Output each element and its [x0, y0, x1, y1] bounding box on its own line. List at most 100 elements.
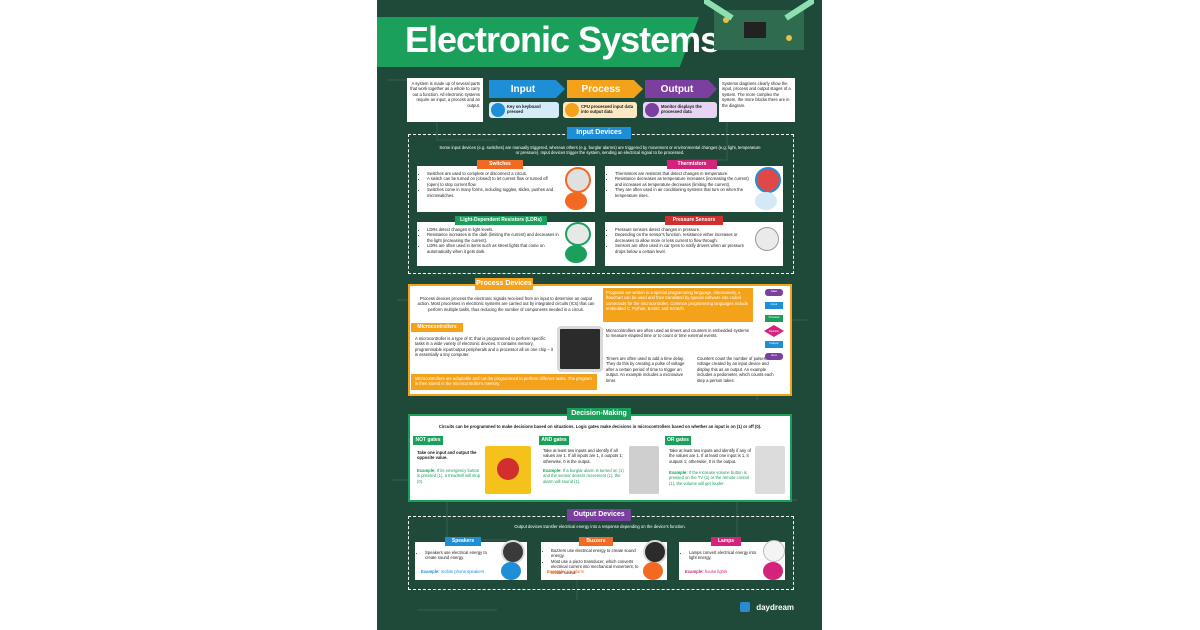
flowchart-step: Input — [770, 302, 778, 306]
microcontrollers-note: Microcontrollers are adaptable and can b… — [415, 376, 592, 387]
speakers-example-text: mobile phone speakers — [440, 569, 485, 574]
process-devices-heading: Process Devices — [475, 278, 533, 290]
pressure-bullet: Depending on the sensor's function, resi… — [615, 232, 749, 243]
not-gates-example-text: If its emergency button is pressed (1), … — [417, 468, 481, 484]
monitor-icon — [645, 103, 659, 117]
intro-right-text: Systems diagrams clearly show the input,… — [722, 81, 791, 108]
poster: Electronic Systems A system is made up o… — [377, 0, 822, 630]
ldrs-text: LDRs detect changes in light levels.Resi… — [421, 227, 559, 254]
decision-making-intro: Circuits can be programmed to make decis… — [438, 424, 762, 429]
or-gates-example: Example: If the increase volume button i… — [669, 470, 753, 486]
timers-text: Timers are often used to add a time dela… — [606, 356, 685, 383]
alarm-keypad-photo — [629, 446, 659, 494]
lamps-text: Lamps convert electrical energy into lig… — [683, 550, 759, 561]
brand-name: daydream — [756, 603, 794, 612]
buzzers-bullet: Buzzers use electrical energy to create … — [551, 548, 641, 559]
lamp-symbol-icon — [763, 562, 783, 580]
lamps-title: Lamps — [711, 537, 741, 546]
decision-making-heading: Decision-Making — [567, 408, 631, 420]
lamps-example-label: Example: — [685, 569, 704, 574]
circuit-board-illustration — [704, 0, 814, 50]
buzzers-bullet: Most use a piezo transducer, which conve… — [551, 559, 641, 575]
thermistor-photo — [755, 167, 781, 193]
speaker-photo — [501, 540, 525, 564]
thermistor-symbol-icon — [755, 192, 777, 210]
thermistors-bullet: Resistance decreases as temperature incr… — [615, 176, 749, 187]
ldrs-bullet: LDRs are often used in items such as str… — [427, 243, 559, 254]
stage-process-caption: CPU processed input data into output dat… — [581, 104, 634, 114]
buzzers-example-text: car alarm — [566, 569, 585, 574]
emergency-button-icon — [497, 458, 519, 480]
speakers-text: Speakers use electrical energy to create… — [419, 550, 499, 561]
counters-text: Counters count the number of pulses of v… — [697, 356, 774, 383]
flowchart-step: Process — [768, 315, 780, 319]
stage-input-caption: Key on keyboard pressed — [507, 104, 541, 114]
keyboard-icon — [491, 103, 505, 117]
speakers-bullet: Speakers use electrical energy to create… — [425, 550, 499, 561]
buzzers-title: Buzzers — [579, 537, 613, 546]
microcontrollers-title: Microcontrollers — [411, 323, 463, 332]
stage-process-caption-box — [563, 102, 637, 118]
speakers-title: Speakers — [445, 537, 481, 546]
microchip-photo — [557, 326, 603, 372]
stage-input-arrow — [489, 80, 565, 98]
ldrs-bullet: LDRs detect changes in light levels. — [427, 227, 559, 232]
intro-left-text: A system is made up of several parts tha… — [410, 81, 480, 108]
speakers-example-label: Example: — [421, 569, 440, 574]
pressure-sensors-title: Pressure Sensors — [665, 216, 723, 225]
flowchart-step: Start — [770, 289, 778, 293]
pressure-bullet: Sensors are often used in car tyres to n… — [615, 243, 749, 254]
or-gates-example-text: If the increase volume button is pressed… — [669, 470, 750, 486]
switches-title: Switches — [477, 160, 523, 169]
switch-photo — [565, 167, 591, 193]
and-gates-title: AND gates — [539, 436, 569, 445]
and-gates-example-label: Example: — [543, 468, 562, 473]
buzzer-photo — [643, 540, 667, 564]
programs-text: Programs are written in a special progra… — [606, 290, 748, 312]
lamps-example-text: house lights — [704, 569, 728, 574]
stage-output-arrow — [645, 80, 717, 98]
ldrs-bullet: Resistance increases in the dark (limiti… — [427, 232, 559, 243]
thermistors-bullet: They are often used in air conditioning … — [615, 187, 749, 198]
switches-text: Switches are used to complete or disconn… — [421, 171, 559, 198]
speakers-example: Example: mobile phone speakers — [421, 569, 501, 574]
stage-output-caption-box — [643, 102, 717, 118]
flowchart-step: End — [771, 353, 777, 357]
lamps-bullet: Lamps convert electrical energy into lig… — [689, 550, 759, 561]
stage-process-label: Process — [581, 84, 621, 95]
intro-right-panel: Systems diagrams clearly show the input,… — [719, 78, 795, 122]
or-gates-example-label: Example: — [669, 470, 688, 475]
brand-logo-icon — [740, 602, 750, 612]
ldrs-title: Light-Dependent Resistors (LDRs) — [455, 216, 547, 225]
switches-bullet: Switches come in many forms, including t… — [427, 187, 559, 198]
ldr-photo — [565, 222, 591, 246]
input-devices-heading: Input Devices — [567, 127, 631, 139]
thermistors-panel — [605, 166, 783, 212]
output-devices-heading: Output Devices — [567, 509, 631, 521]
ldr-symbol-icon — [565, 245, 587, 263]
not-gates-text: Take one input and output the opposite v… — [417, 450, 477, 461]
pressure-sensors-panel — [605, 222, 783, 266]
intro-left-panel: A system is made up of several parts tha… — [407, 78, 483, 122]
speaker-symbol-icon — [501, 562, 521, 580]
not-gates-example: Example: If its emergency button is pres… — [417, 468, 483, 484]
and-gates-text: Take at least two inputs and identify if… — [543, 448, 623, 464]
switch-symbol-icon — [565, 192, 587, 210]
programs-box — [603, 288, 753, 322]
timers-counters-text: Microcontrollers are often used as timer… — [606, 328, 749, 339]
stage-output-caption: Monitor displays the processed data — [661, 104, 702, 114]
buzzers-example-label: Example: — [547, 569, 566, 574]
lamp-photo — [763, 540, 785, 562]
input-devices-intro: Some input devices (e.g. switches) are m… — [439, 145, 761, 156]
microcontrollers-text: A microcontroller is a type of IC that i… — [415, 336, 554, 358]
cpu-icon — [565, 103, 579, 117]
lamps-example: Example: house lights — [685, 569, 761, 574]
remote-control-photo — [755, 446, 785, 494]
pressure-sensors-text: Pressure sensors detect changes in press… — [609, 227, 749, 254]
flowchart-diagram — [764, 289, 784, 360]
and-gates-example-text: If a burglar alarm is turned on (1) and … — [543, 468, 624, 484]
buzzers-text: Buzzers use electrical energy to create … — [545, 548, 641, 575]
switches-bullet: Switches are used to complete or disconn… — [427, 171, 559, 176]
flowchart-step: Decision — [769, 330, 779, 333]
process-devices-intro: Process devices process the electronic s… — [417, 296, 595, 312]
